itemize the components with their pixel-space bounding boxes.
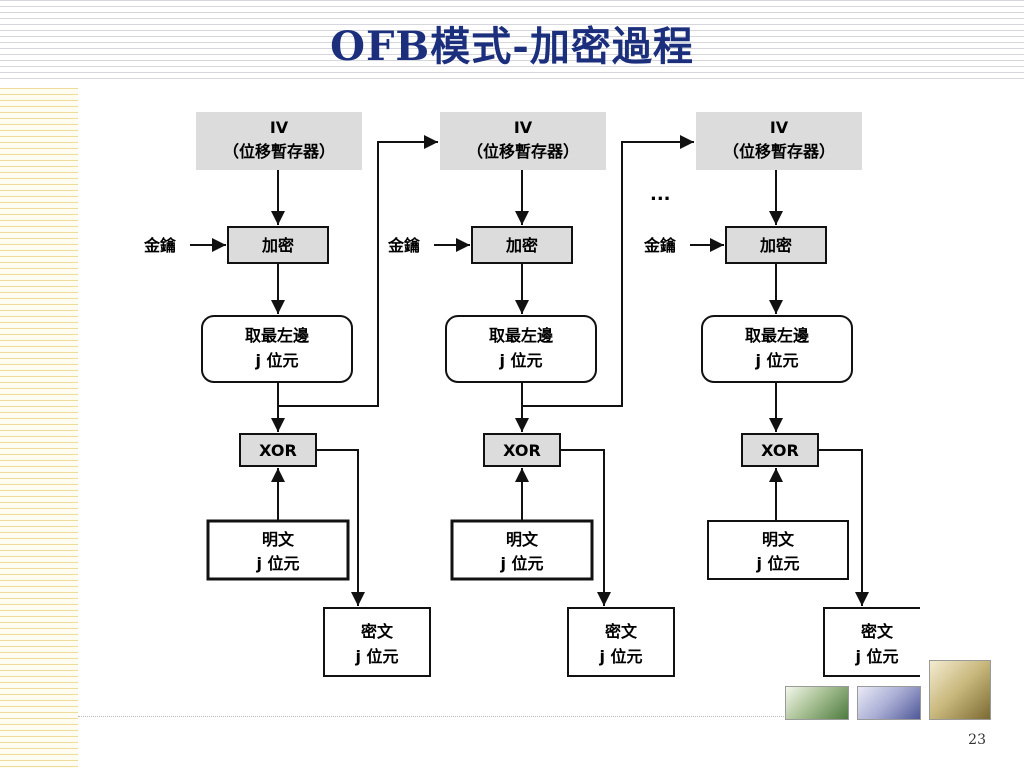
- ciphertext-bits-label: j 位元: [854, 647, 898, 666]
- iv-register-box: [696, 112, 862, 170]
- feedback-arrow: [278, 135, 438, 407]
- stage-3: IV （位移暫存器） 金鑰 加密 取最左邊 j 位元 XOR 明文 j 位元 密…: [643, 112, 920, 677]
- encrypt-label: 加密: [261, 236, 294, 255]
- xor-to-ciphertext-arrow: [560, 449, 611, 606]
- ciphertext-label: 密文: [860, 622, 894, 641]
- slide-title: OFB模式-加密過程: [330, 23, 694, 70]
- encrypt-box: [725, 226, 827, 264]
- plaintext-bits-label: j 位元: [499, 554, 543, 573]
- plaintext-box: [707, 520, 849, 580]
- plaintext-box: [450, 519, 594, 581]
- encrypt-box: [227, 226, 329, 264]
- ciphertext-box: [567, 607, 675, 677]
- plaintext-box: [206, 519, 350, 581]
- slide-number: 23: [968, 732, 986, 748]
- ciphertext-label: 密文: [604, 622, 638, 641]
- xor-to-ciphertext-arrow: [316, 449, 365, 606]
- ofb-diagram: IV （位移暫存器） 金鑰 加密 取最左邊 j 位元 XOR 明文 j 位元 密…: [143, 112, 920, 677]
- key-label: 金鑰: [643, 236, 676, 255]
- select-bits-label: j 位元: [254, 351, 298, 370]
- xor-box: [741, 433, 819, 467]
- key-label: 金鑰: [143, 236, 176, 255]
- plaintext-label: 明文: [762, 530, 795, 549]
- feedback-arrow: [522, 135, 694, 407]
- stage-1: IV （位移暫存器） 金鑰 加密 取最左邊 j 位元 XOR 明文 j 位元 密…: [143, 112, 438, 677]
- iv-register-box: [196, 112, 362, 170]
- select-bits-label: j 位元: [498, 351, 542, 370]
- xor-box: [483, 433, 561, 467]
- ciphertext-label: 密文: [360, 622, 394, 641]
- ciphertext-bits-label: j 位元: [598, 647, 642, 666]
- iv-label: IV: [770, 118, 789, 137]
- iv-label: IV: [514, 118, 533, 137]
- iv-label: IV: [270, 118, 289, 137]
- select-bits-label: j 位元: [754, 351, 798, 370]
- header-band: [0, 0, 1024, 82]
- encrypt-label: 加密: [759, 236, 792, 255]
- continuation-ellipsis: ...: [650, 184, 671, 205]
- xor-label: XOR: [503, 441, 541, 460]
- stage-2: IV （位移暫存器） 金鑰 加密 取最左邊 j 位元 XOR 明文 j 位元 密…: [387, 112, 694, 677]
- key-label: 金鑰: [387, 236, 420, 255]
- footer-rule: [78, 716, 784, 717]
- checkmark-decoration-image: [785, 686, 849, 720]
- chain-link-decoration-image: [857, 686, 921, 720]
- select-leftmost-label: 取最左邊: [489, 326, 554, 345]
- ciphertext-box: [323, 607, 431, 677]
- select-leftmost-label: 取最左邊: [745, 326, 810, 345]
- left-decorative-band: [0, 88, 78, 768]
- xor-to-ciphertext-arrow: [818, 449, 869, 606]
- ciphertext-box: [823, 607, 920, 677]
- plaintext-label: 明文: [262, 530, 295, 549]
- pen-decoration-image: [929, 660, 991, 720]
- iv-register-box: [440, 112, 606, 170]
- iv-shift-register-label: （位移暫存器）: [223, 142, 335, 161]
- iv-shift-register-label: （位移暫存器）: [723, 142, 835, 161]
- ciphertext-bits-label: j 位元: [354, 647, 398, 666]
- plaintext-bits-label: j 位元: [755, 554, 799, 573]
- plaintext-bits-label: j 位元: [255, 554, 299, 573]
- xor-label: XOR: [761, 441, 799, 460]
- plaintext-label: 明文: [506, 530, 539, 549]
- encrypt-label: 加密: [505, 236, 538, 255]
- iv-shift-register-label: （位移暫存器）: [467, 142, 579, 161]
- xor-label: XOR: [259, 441, 297, 460]
- xor-box: [239, 433, 317, 467]
- select-leftmost-label: 取最左邊: [245, 326, 310, 345]
